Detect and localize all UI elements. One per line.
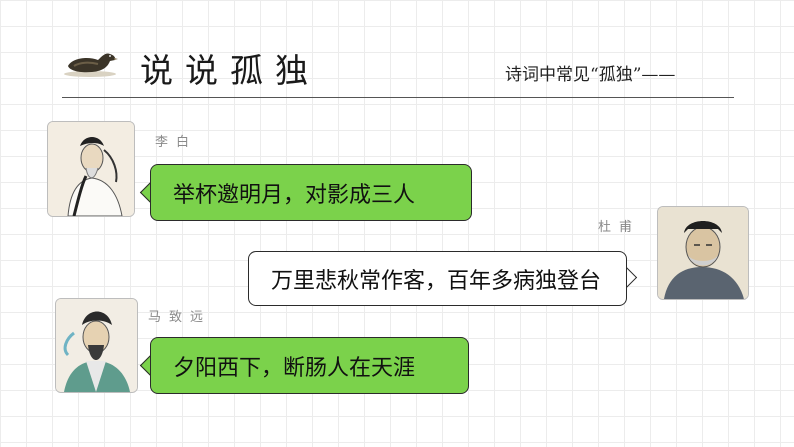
page-title: 说说孤独 bbox=[140, 51, 320, 90]
portrait-du-fu-icon bbox=[658, 207, 748, 299]
page-subtitle: 诗词中常见“孤独”—— bbox=[505, 65, 676, 85]
portrait-ma-zhiyuan-icon bbox=[56, 299, 137, 392]
avatar-ma-zhiyuan bbox=[55, 298, 138, 393]
poet-name: 马致远 bbox=[148, 310, 212, 325]
header-divider bbox=[62, 97, 734, 98]
portrait-li-bai-icon bbox=[48, 122, 134, 216]
chat-bubble: 举杯邀明月，对影成三人 bbox=[150, 164, 472, 221]
avatar-li-bai bbox=[47, 121, 135, 217]
avatar-du-fu bbox=[657, 206, 749, 300]
chat-bubble: 万里悲秋常作客，百年多病独登台 bbox=[248, 251, 627, 306]
duck-icon bbox=[64, 53, 118, 77]
poet-name: 李白 bbox=[155, 135, 198, 150]
chat-bubble: 夕阳西下，断肠人在天涯 bbox=[150, 337, 469, 394]
poet-name: 杜甫 bbox=[598, 220, 641, 235]
